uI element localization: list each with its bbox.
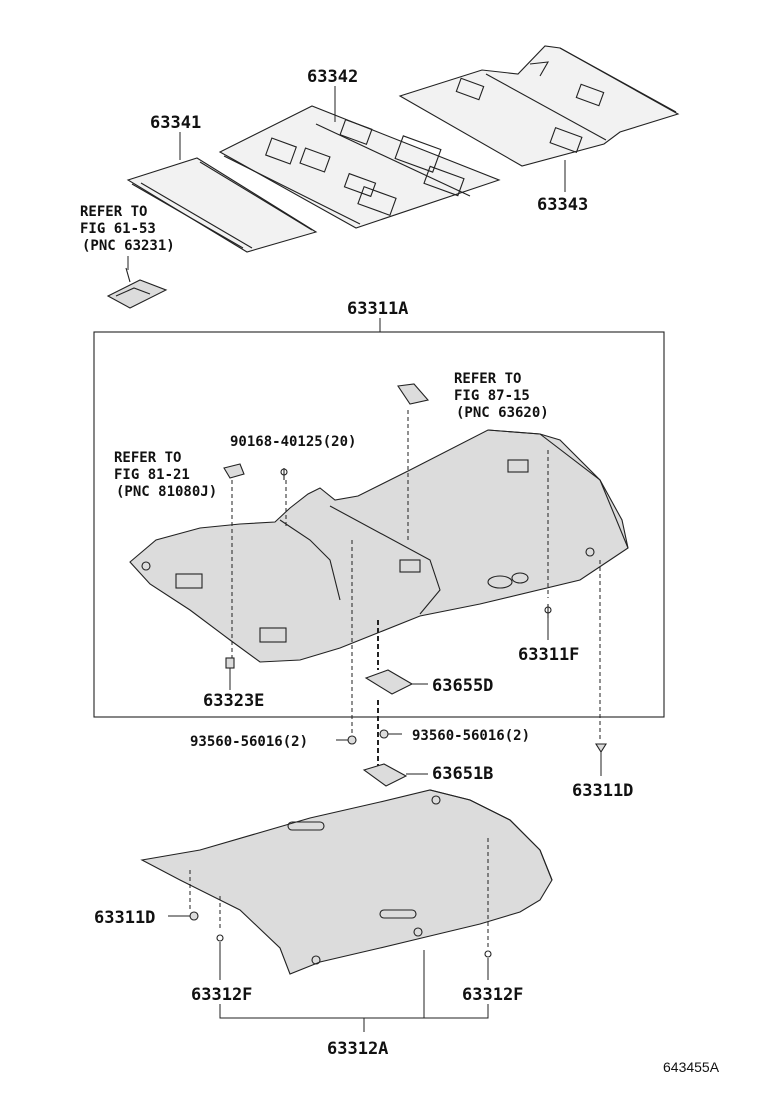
clip-part-fig87	[397, 383, 430, 405]
ref-fig87-line2: FIG 87-15	[454, 388, 530, 404]
label-63311D-left: 63311D	[94, 908, 155, 928]
clip-63311D-left	[168, 911, 199, 921]
label-63342: 63342	[307, 67, 358, 87]
label-63312F-left: 63312F	[191, 985, 252, 1005]
ref-fig81-line1: REFER TO	[114, 450, 181, 466]
label-63651B: 63651B	[432, 764, 493, 784]
ref-fig87-line3: (PNC 63620)	[456, 405, 549, 421]
ref-fig61-line2: FIG 61-53	[80, 221, 156, 237]
label-63323E: 63323E	[203, 691, 264, 711]
ref-fig81-line2: FIG 81-21	[114, 467, 190, 483]
label-63343: 63343	[537, 195, 588, 215]
ref-fig61-line3: (PNC 63231)	[82, 238, 175, 254]
label-63341: 63341	[150, 113, 201, 133]
screw-63312F-right	[484, 950, 492, 980]
label-clip-93560-left: 93560-56016(2)	[190, 734, 308, 750]
clip-93560-right	[379, 729, 402, 739]
label-63311A: 63311A	[347, 299, 408, 319]
figure-id: 643455A	[663, 1059, 720, 1075]
ref-fig87-line1: REFER TO	[454, 371, 521, 387]
screw-63312F-left	[216, 934, 224, 980]
clip-63323E	[225, 657, 235, 690]
insulator-pad-63342	[218, 105, 501, 229]
clip-part-fig81	[223, 463, 245, 479]
label-63312F-right: 63312F	[462, 985, 523, 1005]
roof-headliner-63312A	[140, 789, 553, 975]
screw-63311F	[544, 604, 552, 640]
pad-63651B	[362, 763, 428, 787]
insulator-pad-63341	[126, 157, 318, 253]
label-63655D: 63655D	[432, 676, 493, 696]
label-clip-93560-right: 93560-56016(2)	[412, 728, 530, 744]
label-63311D-right: 63311D	[572, 781, 633, 801]
insulator-pad-63343	[398, 45, 680, 167]
box-dashed-lines	[231, 410, 601, 766]
ref-fig61-line1: REFER TO	[80, 204, 147, 220]
screw-90168	[280, 468, 288, 480]
label-63312A: 63312A	[327, 1039, 388, 1059]
clip-93560-left	[336, 735, 357, 745]
label-screw-90168: 90168-40125(20)	[230, 434, 356, 450]
roof-headliner-63311A	[129, 429, 629, 663]
bracket-63312F	[219, 1004, 489, 1019]
clip-63311D-right	[595, 743, 607, 776]
label-63311F: 63311F	[518, 645, 579, 665]
clip-part-fig61	[106, 267, 168, 309]
ref-fig81-line3: (PNC 81080J)	[116, 484, 217, 500]
pad-63655D	[364, 669, 428, 695]
bottom-dashed-lines	[189, 838, 489, 948]
